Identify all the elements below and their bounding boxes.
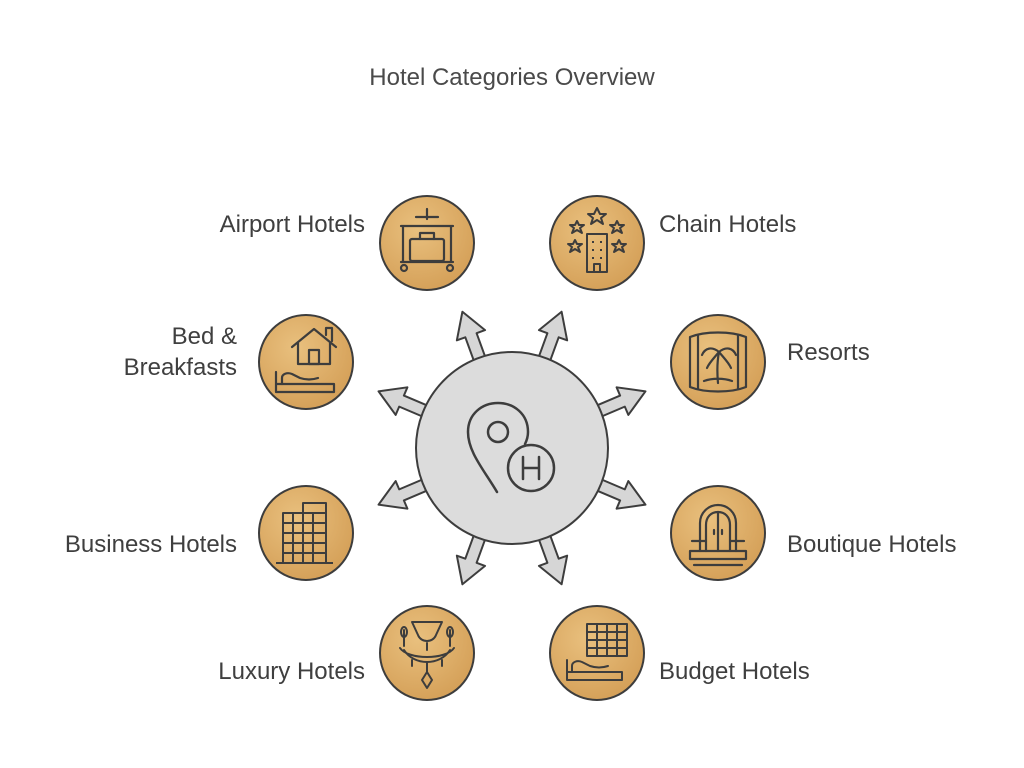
label-bed-breakfasts-line1: Bed & [171, 323, 237, 350]
label-luxury-hotels: Luxury Hotels [218, 658, 365, 685]
hub-circle [415, 351, 609, 545]
star-building-icon [567, 207, 627, 273]
office-building-icon [276, 502, 333, 564]
node-chain [549, 195, 645, 291]
node-boutique [670, 485, 766, 581]
node-budget [549, 605, 645, 701]
node-airport [379, 195, 475, 291]
label-bed-breakfasts: Bed & Breakfasts [124, 321, 237, 383]
label-airport-hotels: Airport Hotels [219, 211, 365, 238]
node-bnb [258, 314, 354, 410]
label-budget-hotels: Budget Hotels [659, 658, 810, 685]
chandelier-icon [399, 621, 455, 689]
node-luxury [379, 605, 475, 701]
label-boutique-hotels: Boutique Hotels [787, 531, 957, 558]
ornate-window-icon [688, 503, 748, 567]
diagram-title: Hotel Categories Overview [369, 64, 655, 91]
house-bed-icon [274, 326, 338, 394]
label-business-hotels: Business Hotels [64, 531, 237, 558]
palm-panorama-icon [688, 331, 748, 393]
node-business [258, 485, 354, 581]
label-resorts: Resorts [787, 339, 870, 366]
luggage-cart-icon [399, 207, 455, 273]
location-pin-hotel-icon [466, 401, 556, 494]
node-resorts [670, 314, 766, 410]
bed-calendar-icon [566, 623, 628, 681]
label-chain-hotels: Chain Hotels [659, 211, 797, 238]
label-bed-breakfasts-line2: Breakfasts [123, 354, 237, 381]
